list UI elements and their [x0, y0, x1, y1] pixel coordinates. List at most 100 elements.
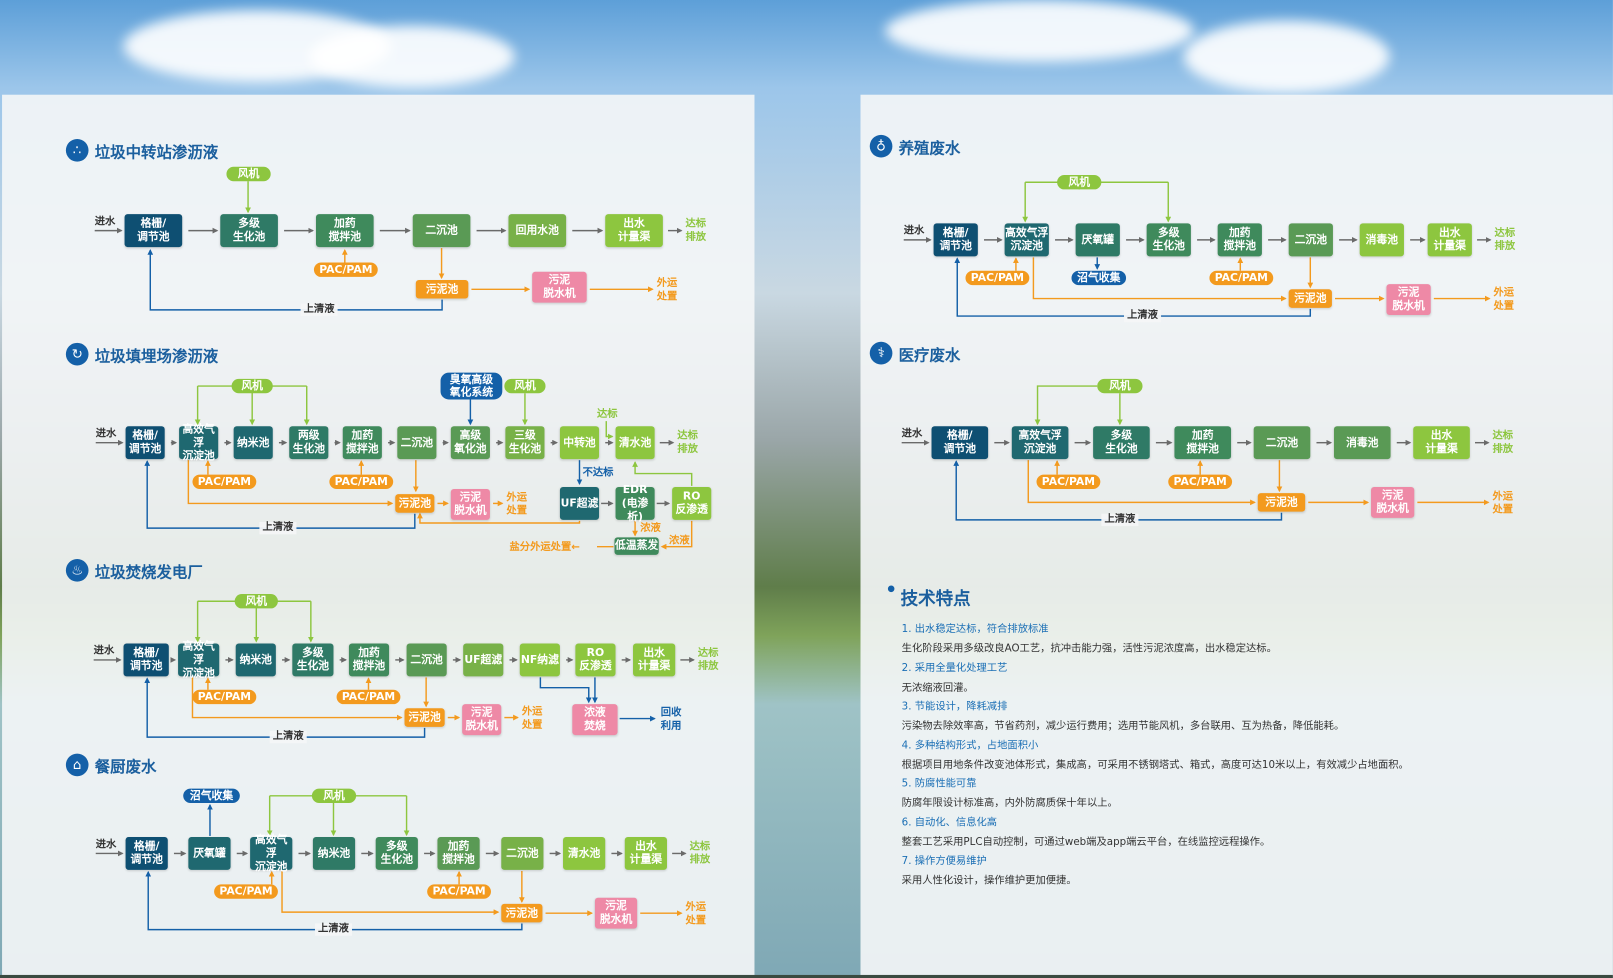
d4-node-6: 二沉池 [501, 836, 544, 870]
d3-sludge-tank: 污泥池 [404, 708, 445, 727]
d6-node-0: 格栅/ 调节池 [931, 426, 989, 460]
d1-node-4: 回用水池 [508, 214, 567, 248]
d3-pac-pam-2: PAC/PAM [336, 689, 401, 705]
connector-arrow [191, 677, 403, 721]
d6-haul-label: 外运 处置 [1492, 491, 1514, 516]
d2-ozone-system: 臭氧高级 氧化系统 [440, 372, 503, 400]
d6-discharge-label: 达标 排放 [1492, 430, 1514, 456]
d2-fail-label: 不达标 [582, 467, 614, 479]
d3-node-6: UF超滤 [463, 643, 504, 677]
connector-arrow [605, 421, 614, 440]
d5-pac-pam-2: PAC/PAM [1209, 270, 1274, 286]
d3-haul-label: 外运 处置 [521, 706, 543, 731]
d2-uf-node: UF超滤 [559, 486, 600, 520]
feature-body: 防腐年限设计标准高，内外防腐质保十年以上。 [901, 797, 1118, 810]
d4-supernatant-label: 上清液 [314, 923, 353, 936]
d2-concentrate-label-1: 浓液 [640, 522, 661, 535]
d5-node-3: 多级 生化池 [1146, 223, 1191, 257]
d2-blower-2: 风机 [504, 378, 546, 394]
d6-title: 医疗废水 [898, 345, 961, 365]
cloud [308, 25, 515, 88]
d5-title-icon: ♁ [869, 134, 893, 158]
d1-node-5: 出水 计量渠 [605, 214, 663, 248]
d1-dewatering-machine: 污泥 脱水机 [532, 271, 587, 303]
d1-node-2: 加药 搅拌池 [315, 214, 374, 248]
d2-title: 垃圾填埋场渗沥液 [94, 346, 219, 366]
feature-body: 采用人性化设计，操作维护更加便捷。 [901, 875, 1077, 887]
connector-arrow [144, 460, 416, 529]
d3-node-1: 高效气浮 沉淀池 [178, 640, 220, 679]
feature-body: 无浓缩液回灌。 [901, 682, 974, 694]
d2-supernatant-label: 上清液 [259, 521, 297, 535]
d2-node-0: 格栅/ 调节池 [125, 426, 165, 460]
cloud [1183, 20, 1390, 93]
d3-blower: 风机 [234, 594, 278, 609]
d3-node-2: 纳米池 [235, 643, 276, 677]
d4-node-5: 加药 搅拌池 [437, 836, 480, 870]
feature-heading: 1. 出水稳定达标，符合排放标准 [901, 623, 1049, 636]
d5-node-2: 厌氧罐 [1075, 223, 1120, 257]
d2-node-2: 纳米池 [233, 426, 273, 460]
d3-title: 垃圾焚烧发电厂 [94, 563, 203, 582]
d5-pac-pam-1: PAC/PAM [965, 270, 1030, 286]
connector-arrow [417, 512, 581, 524]
d2-haul-label: 外运 处置 [506, 492, 528, 517]
connector-arrow [632, 461, 693, 486]
d4-node-0: 格栅/ 调节池 [125, 836, 168, 870]
feature-body: 整套工艺采用PLC自动控制，可通过web端及app端云平台，在线监控远程操作。 [901, 836, 1271, 848]
connector-arrow [145, 870, 523, 931]
d6-node-4: 二沉池 [1253, 426, 1311, 460]
d2-node-5: 二沉池 [397, 426, 437, 460]
d6-sludge-tank: 污泥池 [1257, 493, 1306, 512]
d4-node-3: 纳米池 [312, 836, 356, 870]
d4-haul-label: 外运 处置 [685, 901, 707, 927]
d2-blower: 风机 [231, 378, 273, 394]
d1-node-0: 格栅/ 调节池 [124, 214, 183, 248]
d2-node-8: 中转池 [559, 426, 600, 460]
d5-node-6: 消毒池 [1359, 223, 1404, 257]
d4-node-1: 厌氧罐 [188, 836, 231, 870]
connector-arrow [660, 520, 693, 550]
d3-inlet-label: 进水 [93, 645, 115, 657]
d6-pac-pam-2: PAC/PAM [1168, 474, 1233, 490]
d1-sludge-tank: 污泥池 [415, 280, 469, 299]
d4-sludge-tank: 污泥池 [501, 903, 543, 923]
d5-inlet-label: 进水 [903, 225, 925, 237]
d5-node-1: 高效气浮 沉淀池 [1004, 223, 1049, 257]
d3-reuse-label: 回收 利用 [660, 707, 682, 732]
connector-arrow [281, 870, 500, 916]
d4-node-2: 高效气浮 沉淀池 [250, 833, 293, 873]
d4-biogas-collection: 沼气收集 [183, 788, 240, 804]
d2-dewatering-machine: 污泥 脱水机 [450, 489, 490, 520]
d2-pass-label: 达标 [596, 408, 618, 421]
d1-title-icon: ∴ [65, 138, 89, 162]
d4-discharge-label: 达标 排放 [689, 841, 711, 866]
d2-node-3: 两级 生化池 [289, 426, 329, 460]
d4-node-8: 出水 计量渠 [624, 836, 667, 870]
d3-node-3: 多级 生化池 [292, 643, 334, 677]
feature-heading: 6. 自动化、信息化高 [901, 816, 998, 829]
d6-title-icon: ⚕ [869, 341, 893, 365]
d5-discharge-label: 达标 排放 [1494, 227, 1516, 253]
d4-title: 餐厨废水 [94, 757, 157, 777]
d5-dewatering-machine: 污泥 脱水机 [1386, 284, 1431, 316]
d1-discharge-label: 达标 排放 [685, 218, 707, 243]
d4-node-7: 清水池 [563, 836, 606, 870]
d6-supernatant-label: 上清液 [1101, 513, 1139, 527]
features-bullet: • [885, 579, 898, 602]
d4-blower: 风机 [311, 788, 357, 804]
d3-pac-pam-1: PAC/PAM [192, 689, 257, 705]
connector-arrow [954, 257, 1312, 317]
d5-title: 养殖废水 [898, 138, 961, 158]
feature-heading: 2. 采用全量化处理工艺 [901, 662, 1008, 674]
d3-node-7: NF纳滤 [519, 643, 560, 677]
d2-inlet-label: 进水 [95, 428, 117, 440]
cloud [885, 0, 1194, 62]
d5-sludge-tank: 污泥池 [1288, 289, 1332, 308]
d1-supernatant-label: 上清液 [300, 303, 338, 317]
d1-blower: 风机 [226, 166, 271, 182]
d2-node-1: 高效气浮 沉淀池 [179, 423, 219, 462]
d3-node-5: 二沉池 [406, 643, 447, 677]
d4-inlet-label: 进水 [95, 839, 117, 851]
